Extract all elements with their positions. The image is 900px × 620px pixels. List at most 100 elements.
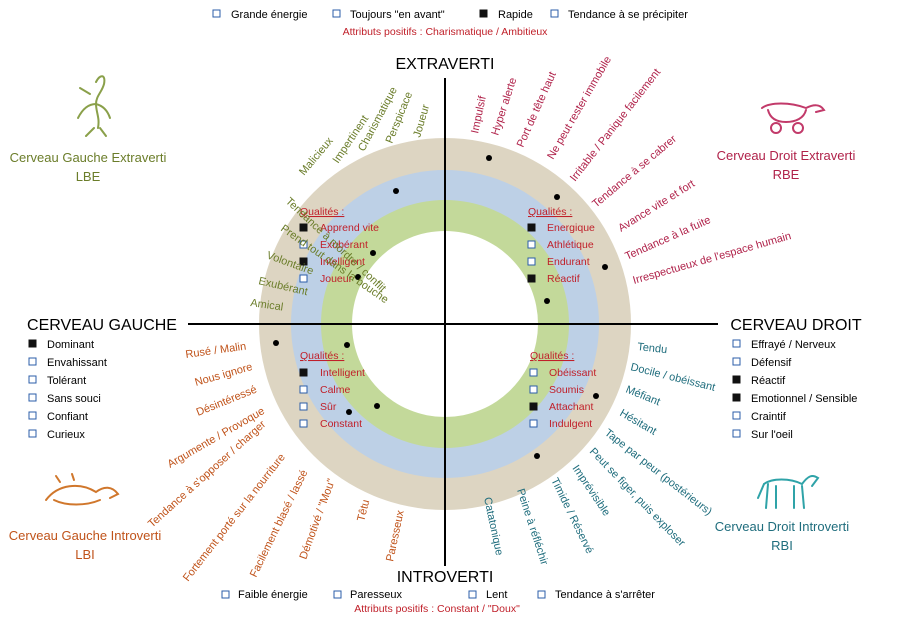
trait-label: Amical (250, 297, 284, 313)
bottom-attribute-label: Lent (486, 589, 507, 601)
bottom-attributes: Faible énergie Paresseux Lent Tendance à… (221, 589, 655, 615)
trait-label: Tendu (637, 341, 668, 356)
qualities-heading: Qualités : (530, 350, 574, 362)
trait-label: Joueur (411, 103, 432, 139)
quality-label: Attachant (549, 401, 593, 413)
checkbox-filled (732, 393, 741, 402)
quadrant-title-lbe-line2: LBE (76, 169, 101, 184)
checkbox (28, 357, 37, 366)
quality-label: Réactif (547, 273, 580, 285)
quality-label: Energique (547, 222, 595, 234)
qualities-heading: Qualités : (528, 206, 572, 218)
checkbox-filled (479, 9, 488, 18)
assessment-dot (593, 393, 599, 399)
assessment-dot (370, 250, 376, 256)
bottom-attribute-label: Tendance à s'arrêter (555, 589, 655, 601)
checkbox (28, 393, 37, 402)
quality-label: Endurant (547, 256, 590, 268)
checkbox (537, 590, 546, 599)
assessment-dot (344, 342, 350, 348)
top-positive-attributes: Attributs positifs : Charismatique / Amb… (343, 26, 549, 38)
checkbox (28, 375, 37, 384)
left-attribute-label: Tolérant (47, 375, 86, 387)
assessment-dot (346, 409, 352, 415)
checkbox (212, 9, 221, 18)
checkbox (529, 385, 538, 394)
checkbox (732, 429, 741, 438)
top-attributes: Grande énergie Toujours "en avant" Rapid… (212, 9, 688, 38)
quadrant-title-rbe-line2: RBE (773, 167, 800, 182)
checkbox (529, 368, 538, 377)
checkbox (299, 419, 308, 428)
checkbox-filled (28, 339, 37, 348)
trait-label: Hyper alerte (489, 76, 519, 137)
right-attribute-label: Sur l'oeil (751, 429, 793, 441)
quality-label: Exubérant (320, 239, 368, 251)
checkbox (299, 274, 308, 283)
checkbox (732, 339, 741, 348)
quadrant-title-lbe: Cerveau Gauche Extraverti LBE (10, 150, 167, 184)
trait-label: Peine à réfléchir (514, 487, 550, 567)
checkbox (527, 240, 536, 249)
checkbox (732, 357, 741, 366)
orange-horse-lying-icon (45, 473, 120, 506)
trait-label: Démotivé / "Mou" (298, 477, 338, 561)
quality-label: Calme (320, 384, 351, 396)
checkbox (333, 590, 342, 599)
checkbox (221, 590, 230, 599)
trait-label: Impulsif (469, 94, 489, 134)
axis-label-right: CERVEAU DROIT (730, 317, 862, 334)
top-attribute-label: Toujours "en avant" (350, 9, 445, 21)
trait-label: Rusé / Malin (185, 341, 247, 361)
trait-label: Fortement porté sur la nourriture (181, 452, 288, 584)
checkbox (299, 240, 308, 249)
bottom-attribute-label: Faible énergie (238, 589, 308, 601)
bottom-attribute-label: Paresseux (350, 589, 402, 601)
qualities-lbe: Qualités : Apprend vite Exubérant Intell… (299, 206, 379, 285)
checkbox (529, 419, 538, 428)
quadrant-title-rbi-line2: RBI (771, 538, 793, 553)
quadrant-title-lbi-line2: LBI (75, 547, 95, 562)
checkbox-filled (299, 257, 308, 266)
trait-label: Méfiant (624, 384, 662, 409)
qualities-heading: Qualités : (300, 206, 344, 218)
quality-label: Intelligent (320, 367, 365, 379)
assessment-dot (602, 264, 608, 270)
left-attribute-label: Sans souci (47, 393, 101, 405)
checkbox (28, 429, 37, 438)
quality-label: Athlétique (547, 239, 594, 251)
checkbox (28, 411, 37, 420)
quality-label: Apprend vite (320, 222, 379, 234)
quadrant-title-lbe-line1: Cerveau Gauche Extraverti (10, 150, 167, 165)
teal-horse-standing-icon (757, 475, 820, 509)
trait-label: Têtu (355, 498, 372, 522)
quadrant-title-rbe-line1: Cerveau Droit Extraverti (717, 148, 856, 163)
assessment-dots (273, 155, 608, 459)
qualities-heading: Qualités : (300, 350, 344, 362)
assessment-dot (486, 155, 492, 161)
qualities-lbi: Qualités : Intelligent Calme Sûr Constan… (299, 350, 365, 430)
quadrant-title-lbi: Cerveau Gauche Introverti LBI (9, 528, 162, 562)
bottom-positive-attributes: Attributs positifs : Constant / "Doux" (354, 603, 520, 615)
assessment-dot (554, 194, 560, 200)
checkbox (732, 411, 741, 420)
quadrant-title-lbi-line1: Cerveau Gauche Introverti (9, 528, 162, 543)
left-attributes: Dominant Envahissant Tolérant Sans souci… (28, 339, 107, 441)
qualities-rbe: Qualités : Energique Athlétique Endurant… (527, 206, 595, 285)
trait-label: Catatonique (481, 496, 505, 557)
quality-label: Intelligent (320, 256, 365, 268)
left-attribute-label: Confiant (47, 411, 88, 423)
quality-label: Indulgent (549, 418, 592, 430)
assessment-dot (273, 340, 279, 346)
top-attribute-label: Tendance à se précipiter (568, 9, 688, 21)
checkbox (299, 402, 308, 411)
quality-label: Soumis (549, 384, 584, 396)
top-attribute-label: Grande énergie (231, 9, 307, 21)
assessment-dot (355, 274, 361, 280)
quadrant-title-rbi-line1: Cerveau Droit Introverti (715, 519, 849, 534)
red-horse-rocking-icon (761, 102, 826, 134)
checkbox-filled (527, 274, 536, 283)
checkbox-filled (732, 375, 741, 384)
right-attribute-label: Emotionnel / Sensible (751, 393, 857, 405)
